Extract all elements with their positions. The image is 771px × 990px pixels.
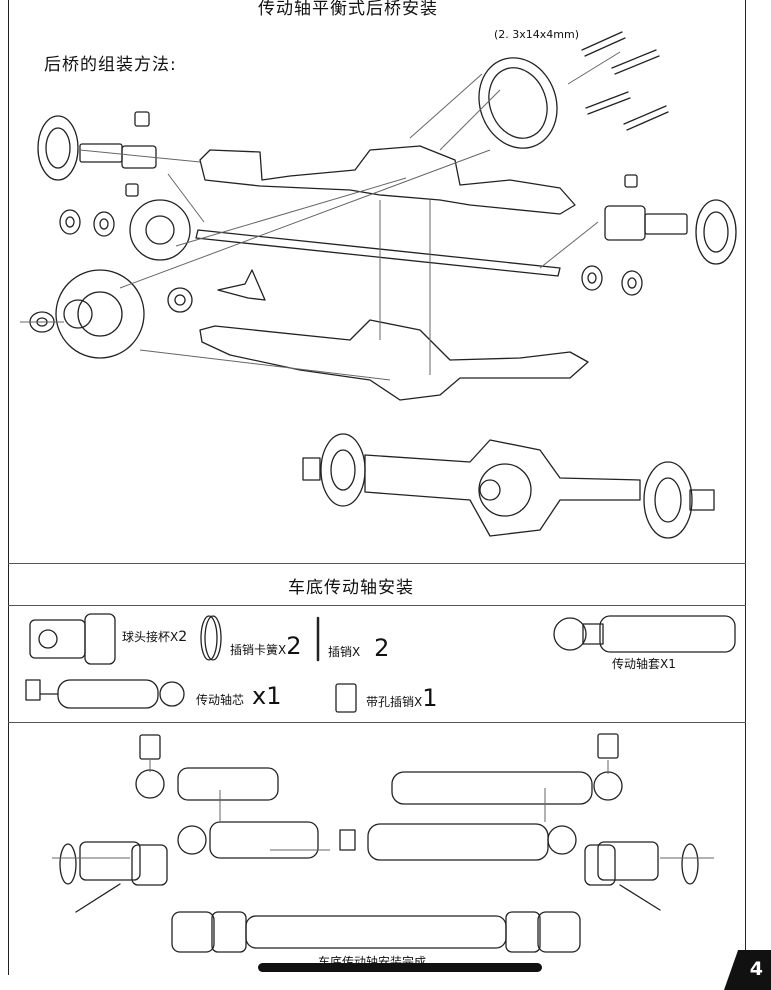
part-label-driveshaft-sleeve: 传动轴套X1 [612,657,676,671]
diff-cover-ring [478,57,558,149]
left-wheel-hub [37,115,79,181]
part-label-pin: 插销X 2 [328,634,390,662]
page-frame [8,0,746,975]
driveshaft-section-title: 车底传动轴安装 [288,578,414,598]
driveshaft-sleeve-icon [553,615,736,653]
driveshaft-core-icon [25,679,185,709]
section-divider [8,605,746,606]
axle-shaft [195,229,561,277]
screw-icon [581,31,669,131]
part-label-hole-pin: 带孔插销X1 [366,684,438,712]
ball-joint-cup-icon [29,613,116,665]
rear-axle-heading: 后桥的组装方法: [44,55,177,75]
section-divider [8,563,746,564]
assembled-rear-axle [302,433,715,539]
axle-housing-top [199,145,576,215]
part-label-ball-joint-cup: 球头接杯X2 [122,629,188,645]
axle-housing-bottom [199,319,589,401]
grub-screw-icon [134,111,150,127]
home-indicator[interactable] [258,963,542,972]
pin-circlip-icon [200,615,222,661]
diff-carrier [55,269,145,359]
screw-spec-label: (2. 3x14x4mm) [494,28,580,41]
ring-gear [129,199,191,261]
pinion-gear [217,269,266,301]
right-wheel-hub [695,199,737,265]
section-divider [8,722,746,723]
part-label-pin-circlip: 插销卡簧X2 [230,632,302,660]
guide-arrows [20,51,714,859]
driveshaft-exploded [59,733,699,953]
page-header-title: 传动轴平衡式后桥安装 [258,0,438,19]
hole-pin-icon [335,683,357,713]
